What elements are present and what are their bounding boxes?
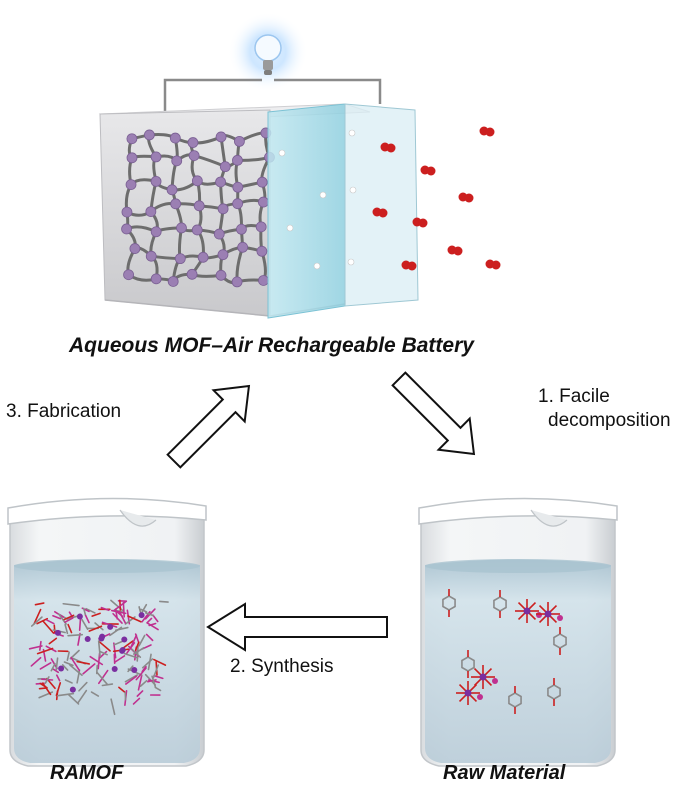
battery-title: Aqueous MOF–Air Rechargeable Battery	[68, 334, 475, 357]
beaker-icon	[8, 498, 206, 766]
beaker-right-label: Raw Material	[443, 762, 565, 785]
arrow-outline-icon	[158, 371, 264, 477]
beaker-icon	[419, 498, 617, 766]
electrolyte-panel	[268, 104, 345, 318]
beaker-left-label: RAMOF	[50, 762, 123, 785]
step-decomposition-label: 1. Facile decomposition	[538, 385, 671, 433]
step-decomposition-line1: 1. Facile	[538, 385, 671, 409]
arrow-outline-icon	[208, 604, 387, 650]
step-decomposition-line2: decomposition	[548, 409, 671, 433]
air-cathode	[345, 104, 418, 306]
step-synthesis-label: 2. Synthesis	[230, 655, 334, 679]
arrow-outline-icon	[383, 363, 489, 469]
step-fabrication-label: 3. Fabrication	[6, 400, 121, 424]
